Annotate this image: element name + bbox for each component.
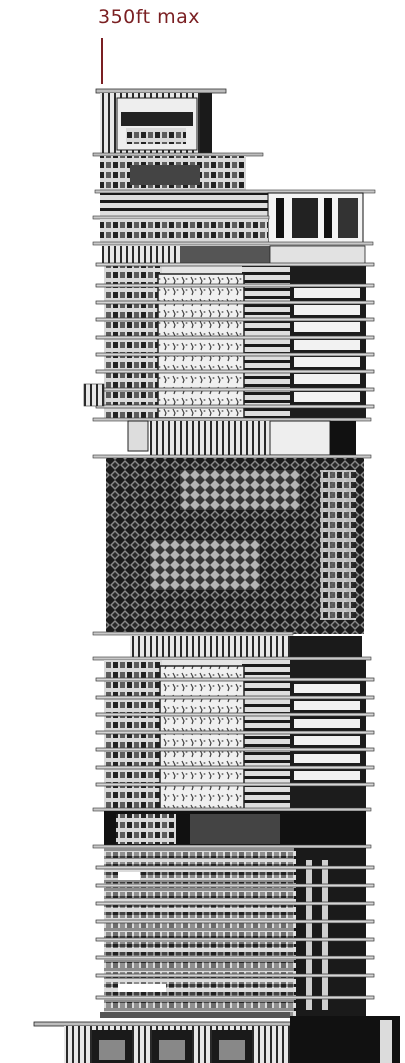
residential-block-middle bbox=[92, 660, 375, 813]
height-limit-label: 350ft max bbox=[98, 6, 201, 28]
height-leader-line bbox=[101, 38, 103, 84]
transfer-level-middle bbox=[92, 636, 372, 661]
residential-block-upper bbox=[83, 262, 375, 422]
residential-block-lower bbox=[92, 811, 375, 1018]
podium-base bbox=[33, 1016, 400, 1063]
crown-block bbox=[92, 88, 264, 157]
transfer-level-upper bbox=[92, 420, 372, 459]
lattice-amenity-block bbox=[92, 458, 364, 636]
upper-stepped-block bbox=[92, 156, 376, 265]
